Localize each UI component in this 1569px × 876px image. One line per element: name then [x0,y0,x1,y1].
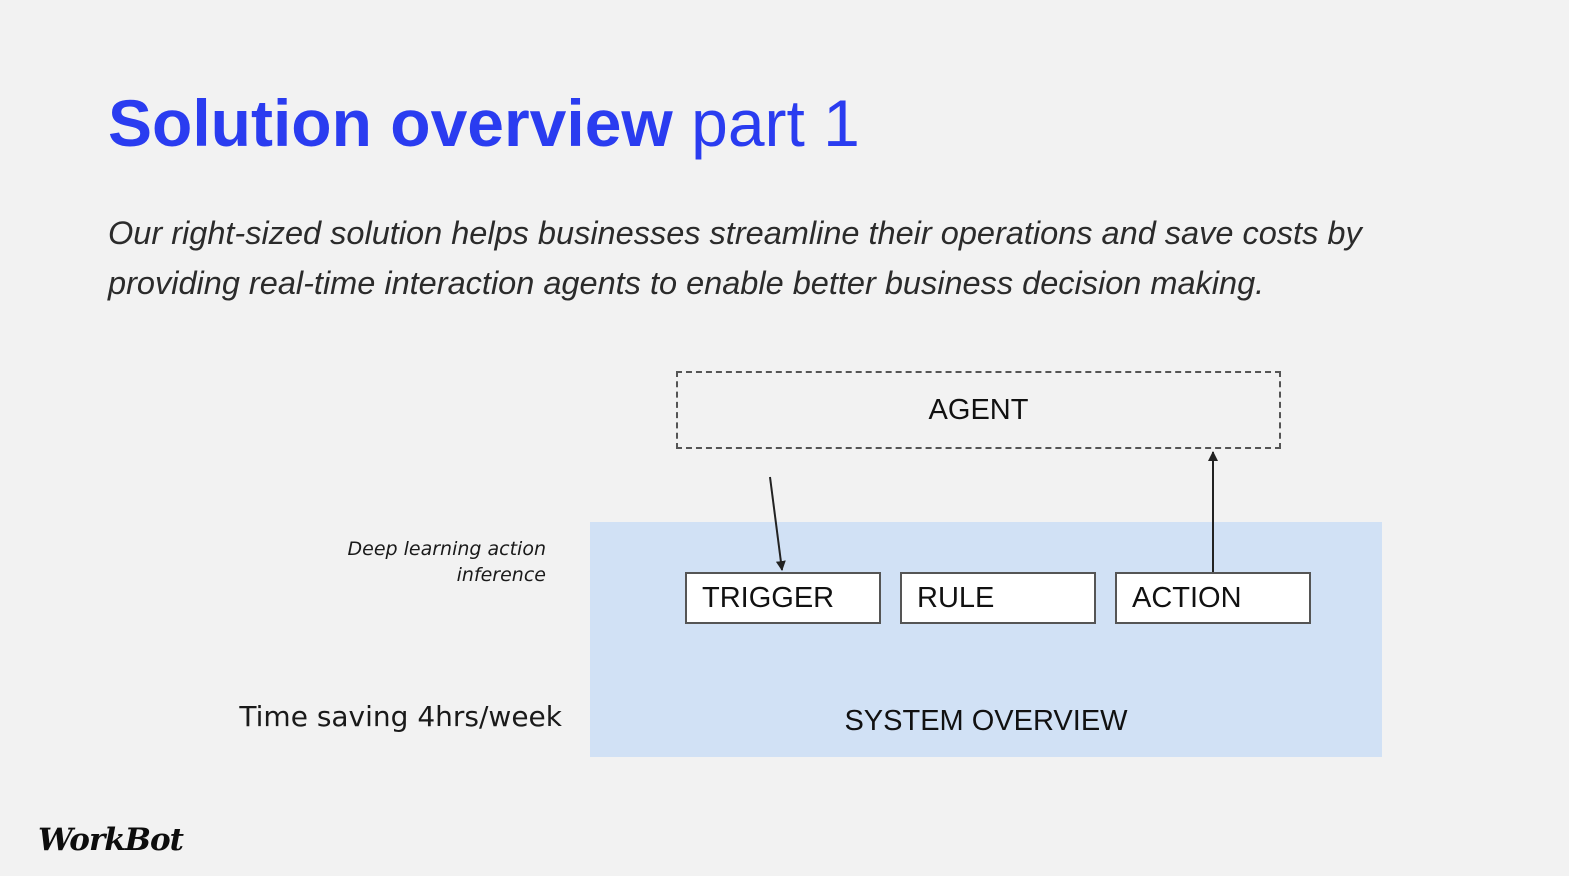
slide-title: Solution overview part 1 [108,84,860,162]
rule-box: RULE [900,572,1096,624]
agent-label: AGENT [928,393,1029,426]
time-saving-metric: Time saving 4hrs/week [239,700,562,733]
annotation-deep-learning: Deep learning action inference [347,538,546,586]
slide-subtitle: Our right-sized solution helps businesse… [108,215,1362,301]
trigger-box: TRIGGER [685,572,881,624]
action-label: ACTION [1132,581,1242,614]
slide-title-rest: part 1 [672,86,860,160]
slide-title-bold: Solution overview [108,86,673,160]
rule-label: RULE [917,581,995,614]
agent-box: AGENT [676,371,1281,449]
workbot-logo: WorkBot [38,822,184,858]
trigger-label: TRIGGER [702,581,835,614]
action-box: ACTION [1115,572,1311,624]
system-overview-label: SYSTEM OVERVIEW [844,705,1128,737]
system-overview-panel [590,522,1382,757]
